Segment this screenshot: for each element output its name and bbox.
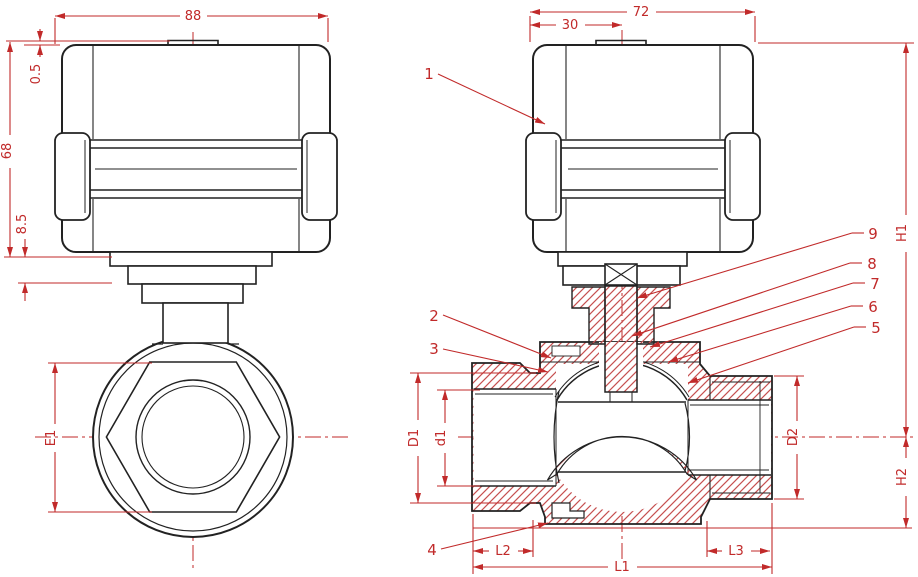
part-callouts: 1 2 3 4 9 8: [424, 65, 881, 559]
section-view: 72 30 H1 H2 D1: [407, 5, 914, 575]
dim-label-l2: L2: [495, 544, 511, 559]
dim-label-0-5: 0.5: [29, 64, 44, 85]
actuator-front-body: [54, 39, 338, 253]
dim-stem-offset: 30: [530, 18, 622, 33]
front-mounting-bracket: [109, 251, 273, 345]
valve-end-view: [92, 336, 294, 538]
actuator-side-right-clip: [724, 132, 761, 221]
part-label-1: 1: [424, 65, 434, 83]
bottom-seal-step: [551, 502, 585, 519]
actuator-left-clip: [54, 132, 91, 221]
dim-right-port-od: D2: [774, 375, 804, 500]
dim-width-top: 88: [54, 9, 329, 44]
dim-flange-height: 8.5: [15, 214, 112, 301]
valve-cross-section: [471, 285, 773, 525]
dim-depth-top: 72: [529, 5, 756, 42]
part-label-8: 8: [867, 255, 877, 273]
callout-5: 5: [687, 319, 881, 384]
packing-gland-right: [636, 286, 671, 345]
part-label-2: 2: [429, 307, 439, 325]
valve-stem: [604, 285, 638, 393]
callout-9: 9: [636, 225, 878, 299]
dim-rib-offset: 0.5: [6, 29, 170, 84]
lower-body-wall: [546, 435, 698, 481]
callout-1: 1: [424, 65, 546, 125]
front-view: 88 0.5 68 8.5 E1: [0, 9, 348, 572]
part-label-4: 4: [427, 541, 437, 559]
dim-left-port-length: L2: [472, 514, 534, 574]
dim-label-88: 88: [185, 9, 202, 24]
part-label-3: 3: [429, 340, 439, 358]
actuator-side-body: [525, 39, 761, 286]
actuator-right-clip: [301, 132, 338, 221]
callout-8: 8: [631, 255, 877, 337]
dim-hex-flats: E1: [44, 362, 152, 513]
part-label-5: 5: [871, 319, 881, 337]
actuator-side-left-clip: [525, 132, 562, 221]
callout-7: 7: [649, 275, 880, 348]
dim-label-l3: L3: [728, 544, 744, 559]
callout-2: 2: [429, 307, 552, 359]
dim-label-e1: E1: [44, 430, 59, 447]
dim-right-port-length: L3: [706, 503, 773, 574]
dim-label-h2: H2: [895, 468, 910, 486]
dim-label-72: 72: [633, 5, 650, 20]
dim-actuator-height: 68: [0, 42, 112, 258]
dim-label-h1: H1: [895, 224, 910, 242]
dim-body-length: L1: [473, 560, 772, 575]
dim-height-top: H1: [758, 42, 914, 437]
dim-left-port-od: D1: [407, 372, 536, 504]
dim-left-port-bore: d1: [434, 389, 480, 487]
part-label-9: 9: [868, 225, 878, 243]
dim-label-d2: D2: [786, 428, 801, 446]
part-label-6: 6: [868, 298, 878, 316]
callout-6: 6: [667, 298, 878, 363]
dim-label-30: 30: [562, 18, 579, 33]
callout-4: 4: [427, 522, 549, 559]
dim-label-d1-bore: d1: [434, 430, 449, 447]
packing-gland-left: [571, 286, 606, 345]
dim-label-l1: L1: [614, 560, 630, 575]
dim-label-8-5: 8.5: [15, 214, 30, 235]
dim-label-68: 68: [0, 143, 15, 160]
part-label-7: 7: [870, 275, 880, 293]
stem-bearing-box: [604, 263, 638, 286]
callout-3: 3: [429, 340, 549, 373]
dim-label-d1-outer: D1: [407, 429, 422, 447]
